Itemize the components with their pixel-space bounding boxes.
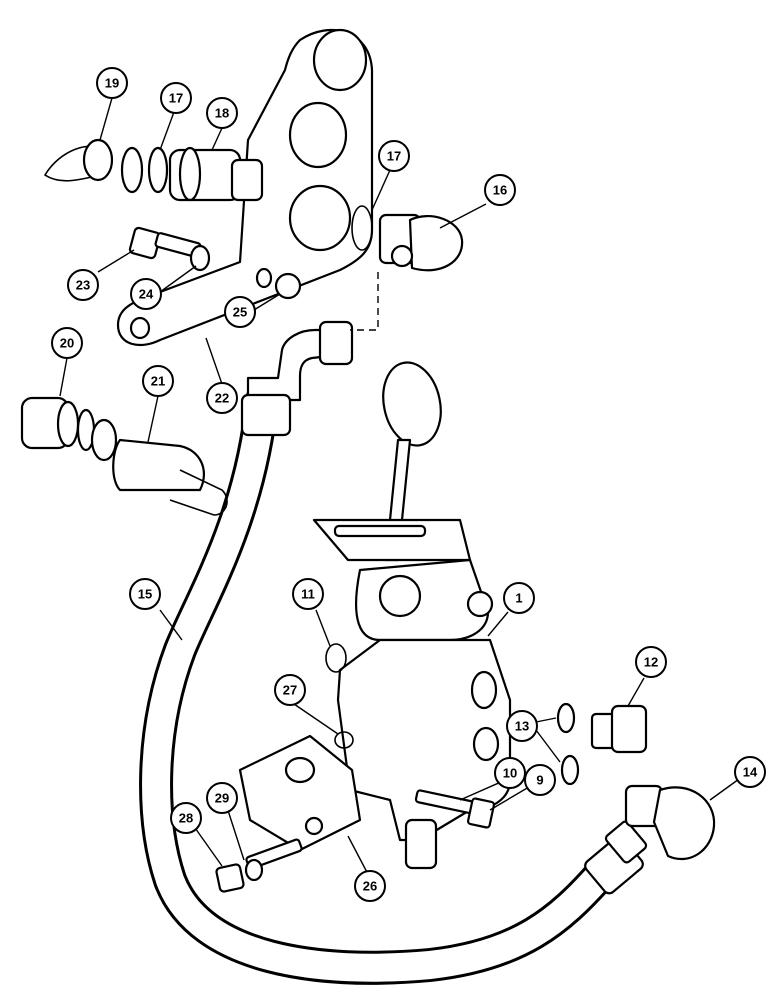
o-rings-13 (556, 702, 580, 786)
callout-17-left: 17 (160, 82, 192, 114)
callout-label: 12 (644, 655, 658, 670)
callout-18: 18 (206, 97, 238, 129)
coupler-18-assembly (43, 138, 264, 202)
callout-label: 28 (179, 811, 193, 826)
callout-20: 20 (51, 327, 83, 359)
callout-label: 21 (151, 374, 165, 389)
callout-17-right: 17 (378, 140, 410, 172)
bolt-9-10 (414, 789, 496, 829)
callout-label: 17 (169, 91, 183, 106)
callout-label: 15 (138, 587, 152, 602)
callout-22: 22 (206, 382, 238, 414)
callout-10: 10 (494, 757, 526, 789)
callout-23: 23 (67, 269, 99, 301)
callout-label: 16 (493, 183, 507, 198)
callout-label: 14 (743, 765, 758, 780)
callout-label: 25 (233, 305, 247, 320)
hose-15 (139, 320, 648, 985)
callout-14: 14 (734, 756, 766, 788)
callout-21: 21 (142, 365, 174, 397)
callout-9: 9 (524, 764, 556, 796)
callout-19: 19 (96, 67, 128, 99)
callout-27: 27 (274, 674, 306, 706)
callout-16: 16 (484, 174, 516, 206)
callout-11: 11 (292, 578, 324, 610)
callout-24: 24 (130, 278, 162, 310)
callout-label: 27 (283, 683, 297, 698)
o-ring-27 (334, 731, 354, 749)
callout-label: 9 (536, 773, 543, 788)
callout-12: 12 (635, 646, 667, 678)
washer-24 (189, 244, 211, 272)
adapter-16 (378, 213, 464, 272)
callout-label: 17 (387, 149, 401, 164)
callout-label: 19 (105, 76, 119, 91)
coupler-20-assembly (20, 396, 228, 516)
callout-28: 28 (170, 802, 202, 834)
elbow-14 (624, 784, 716, 861)
callout-label: 10 (503, 766, 517, 781)
snap-ring-17-right (351, 205, 373, 251)
callout-label: 26 (363, 879, 377, 894)
callout-29: 29 (206, 782, 238, 814)
callout-label: 20 (60, 336, 74, 351)
callout-1: 1 (503, 582, 535, 614)
callout-label: 13 (515, 719, 529, 734)
plate-26 (238, 734, 362, 852)
callout-26: 26 (354, 870, 386, 902)
callout-label: 23 (76, 278, 90, 293)
washer-29 (244, 858, 264, 882)
alignment-line (350, 272, 379, 331)
callout-25: 25 (224, 296, 256, 328)
callout-label: 29 (215, 791, 229, 806)
valve-body-1 (312, 361, 512, 870)
callout-label: 11 (301, 587, 315, 602)
callout-label: 18 (215, 106, 229, 121)
bolt-23 (128, 226, 202, 260)
callout-15: 15 (129, 578, 161, 610)
plug-12 (590, 704, 648, 754)
callout-label: 22 (215, 391, 229, 406)
o-ring-11 (325, 643, 347, 673)
callout-label: 1 (515, 591, 522, 606)
callout-13: 13 (506, 710, 538, 742)
bolt-28 (215, 838, 303, 893)
callout-label: 24 (139, 287, 154, 302)
